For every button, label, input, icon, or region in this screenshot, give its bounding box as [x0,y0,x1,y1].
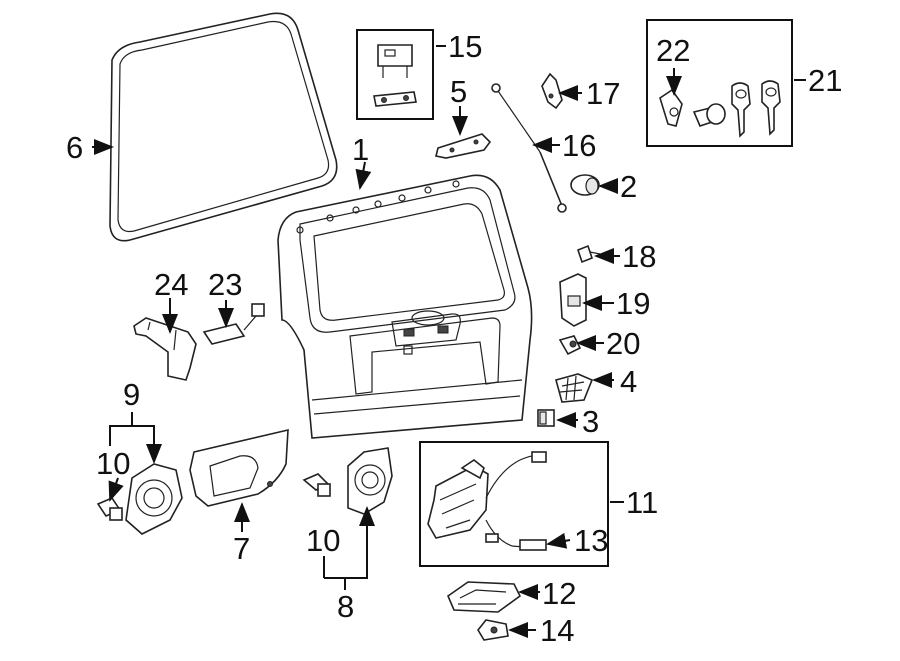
callout-1: 1 [352,132,369,167]
striker [559,273,587,327]
cap [537,409,555,427]
switch [555,373,594,403]
callout-3: 3 [582,404,599,439]
callout-17: 17 [586,76,620,111]
hinge-bracket [435,133,492,159]
callout-18: 18 [622,239,656,274]
callout-2: 2 [620,169,637,204]
clip [477,619,509,641]
callout-22: 22 [656,33,690,68]
leader-lines [92,45,806,638]
callout-10-left: 10 [96,446,130,481]
screw-right [302,473,331,497]
callout-7: 7 [233,531,250,566]
callout-21: 21 [808,63,842,98]
callout-5: 5 [450,74,467,109]
callout-12: 12 [542,576,576,611]
cushion [558,335,582,356]
callout-13: 13 [574,523,608,558]
callout-11: 11 [626,485,658,520]
screw-left [96,497,123,521]
callout-labels: 1 2 3 4 5 6 7 8 9 10 10 11 12 13 14 15 1… [66,29,842,648]
callout-6: 6 [66,130,83,165]
lock-set-box [646,19,793,147]
liftgate-panel [277,174,533,439]
hinge-box [356,29,434,120]
cushion-bumper [570,174,600,196]
callout-15: 15 [448,29,482,64]
bolt [577,244,601,264]
camera [202,303,265,345]
weatherstrip-seal [109,12,338,242]
callout-24: 24 [154,267,188,302]
callout-16: 16 [562,128,596,163]
callout-9: 9 [123,377,140,412]
trim-panel [189,428,289,507]
callout-14: 14 [540,613,574,648]
handle [447,581,522,613]
speaker-left [125,463,183,535]
speaker-right [347,447,393,515]
gas-strut [491,83,567,213]
callout-8: 8 [337,589,354,624]
callout-4: 4 [620,364,637,399]
lock-actuator-box [419,441,609,567]
callout-23: 23 [208,267,242,302]
camera-bracket [133,317,197,381]
callout-20: 20 [606,326,640,361]
callout-10-right: 10 [306,523,340,558]
callout-19: 19 [616,286,650,321]
strut-bracket [541,72,563,110]
